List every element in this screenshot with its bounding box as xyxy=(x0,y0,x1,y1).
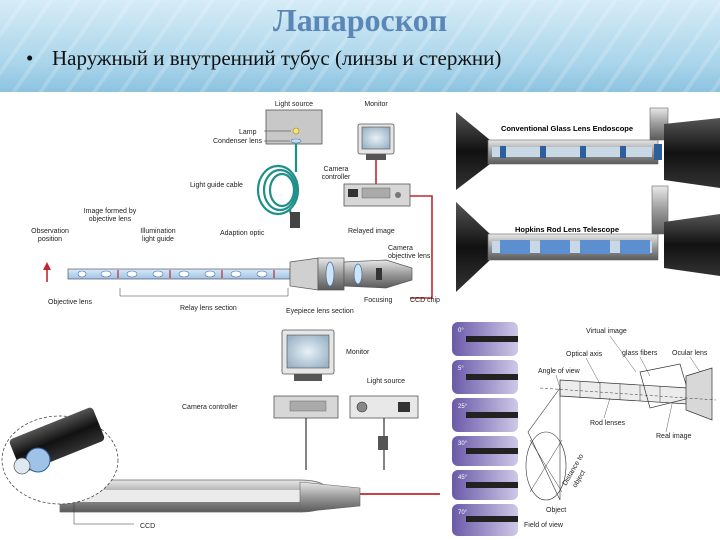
angle-label-45: 45° xyxy=(458,475,468,481)
label-object: Object xyxy=(546,507,566,514)
rod-scope-body xyxy=(559,379,689,405)
light-source-box xyxy=(265,109,323,145)
label-light-source-2: Light source xyxy=(367,378,405,385)
angle-label-5: 5° xyxy=(458,366,464,372)
angle-strip-30: 30° xyxy=(452,436,518,466)
eyepiece-housing xyxy=(289,257,319,291)
hopkins-scope: Hopkins Rod Lens Telescope xyxy=(456,185,720,292)
label-relayed-image: Relayed image xyxy=(348,228,395,235)
condenser-lens-icon xyxy=(290,138,302,144)
angle-label-30: 30° xyxy=(458,441,468,447)
ocular-icon xyxy=(685,367,713,421)
bullet-text: Наружный и внутренний тубус (линзы и сте… xyxy=(52,46,502,70)
label-camera-objective-1: Camera xyxy=(388,245,413,252)
scope-tip-closeup xyxy=(1,407,119,505)
label-light-source: Light source xyxy=(275,101,313,108)
label-virtual-image: Virtual image xyxy=(586,328,627,335)
slide-title: Лапароскоп xyxy=(272,2,448,38)
angle-label-70: 70° xyxy=(458,510,468,516)
relay-lenses xyxy=(77,270,268,278)
camera-cable xyxy=(410,195,433,299)
label-lamp: Lamp xyxy=(239,129,257,136)
label-optical-axis: Optical axis xyxy=(566,351,603,358)
label-hopkins: Hopkins Rod Lens Telescope xyxy=(515,225,619,234)
label-conventional: Conventional Glass Lens Endoscope xyxy=(501,124,633,133)
conventional-scope: Conventional Glass Lens Endoscope xyxy=(456,107,720,190)
label-eyepiece-lens-section: Eyepiece lens section xyxy=(286,308,354,315)
angle-strip-0: 0° xyxy=(452,322,518,356)
label-focusing: Focusing xyxy=(364,297,393,304)
label-relay-lens-section: Relay lens section xyxy=(180,305,237,312)
angle-label-0: 0° xyxy=(458,328,464,334)
ccd-chip-icon xyxy=(376,268,382,280)
label-ccd-chip: CCD chip xyxy=(410,297,440,304)
label-field-of-view: Field of view xyxy=(524,522,564,529)
angle-of-view-cone xyxy=(527,387,561,501)
label-glass-fibers: glass fibers xyxy=(622,350,658,357)
angle-strip-70: 70° xyxy=(452,504,518,536)
header-band xyxy=(0,0,720,92)
video-laparoscope-diagram: Monitor Camera controller Light source C… xyxy=(1,329,440,530)
label-observation-2: position xyxy=(38,236,62,243)
label-image-formed-2: objective lens xyxy=(89,216,132,223)
label-observation-1: Observation xyxy=(31,228,69,235)
label-camera-controller-2: controller xyxy=(322,174,351,181)
label-camera-objective-2: objective lens xyxy=(388,253,431,260)
label-illumination-1: Illumination xyxy=(140,228,176,235)
label-monitor-2: Monitor xyxy=(346,349,370,356)
endoscope-comparison-diagram: Conventional Glass Lens Endoscope Hopkin… xyxy=(450,100,720,318)
lamp-icon xyxy=(292,127,300,135)
angle-label-25: 25° xyxy=(458,404,468,410)
bullet-marker: • xyxy=(26,46,34,70)
angle-strip-45: 45° xyxy=(452,470,518,500)
light-guide-cable-coil xyxy=(256,144,300,229)
light-guide-connector xyxy=(290,212,300,228)
label-ocular-lens: Ocular lens xyxy=(672,350,708,357)
label-ccd: CCD xyxy=(140,523,155,530)
field-of-view-ellipse xyxy=(525,431,567,501)
label-objective-lens: Objective lens xyxy=(48,299,92,306)
label-rod-lenses: Rod lenses xyxy=(590,420,626,427)
viewing-angle-strips: 0° 5° 25° 30° 45° xyxy=(452,322,518,536)
label-light-guide-cable: Light guide cable xyxy=(190,182,243,189)
label-camera-controller-1: Camera xyxy=(324,166,349,173)
rod-lens-optics-diagram: Virtual image Optical axis glass fibers … xyxy=(524,328,717,529)
label-monitor: Monitor xyxy=(364,101,388,108)
angle-strip-25: 25° xyxy=(452,398,518,432)
angle-strip-5: 5° xyxy=(452,360,518,394)
label-angle-of-view: Angle of view xyxy=(538,368,581,375)
label-adaption-optic: Adaption optic xyxy=(220,230,265,237)
laparoscope-system-diagram: Light source Lamp Condenser lens Monitor… xyxy=(31,101,440,315)
light-connector-2 xyxy=(378,436,388,450)
label-image-formed-1: Image formed by xyxy=(84,208,137,215)
bullet-item: • Наружный и внутренний тубус (линзы и ст… xyxy=(26,46,501,71)
label-condenser-lens: Condenser lens xyxy=(213,138,263,145)
label-real-image: Real image xyxy=(656,433,692,440)
label-camera-controller-2: Camera controller xyxy=(182,404,238,411)
label-illumination-2: light guide xyxy=(142,236,174,243)
